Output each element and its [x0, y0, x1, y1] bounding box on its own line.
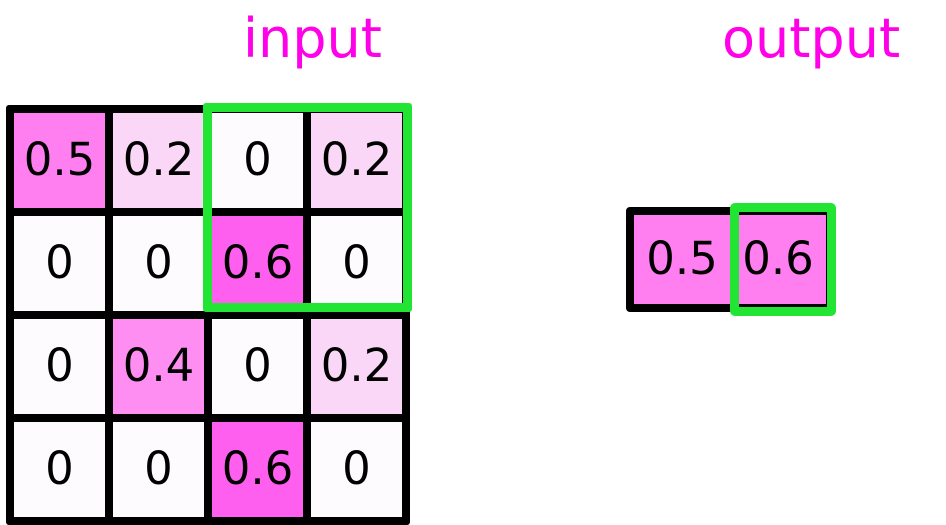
input-cell-value: 0 [342, 442, 371, 495]
input-cell-value: 0.4 [122, 339, 195, 392]
input-cell-value: 0 [144, 236, 173, 289]
input-cell-value: 0 [243, 133, 272, 186]
input-cell-value: 0.5 [23, 133, 96, 186]
input-title: input [243, 7, 382, 70]
input-cell: 0 [113, 216, 204, 311]
input-cell: 0.6 [212, 422, 303, 517]
input-cell: 0.2 [113, 113, 204, 208]
input-cell-value: 0 [45, 442, 74, 495]
input-cell: 0 [212, 113, 303, 208]
output-title: output [722, 7, 901, 70]
input-cell: 0.4 [113, 319, 204, 414]
output-cell-value: 0.5 [646, 232, 718, 285]
input-cell-value: 0 [45, 236, 74, 289]
input-cell-value: 0 [342, 236, 371, 289]
input-cell: 0 [212, 319, 303, 414]
input-cell: 0.2 [311, 113, 402, 208]
input-cell: 0 [311, 422, 402, 517]
input-cell: 0 [14, 216, 105, 311]
input-cell-value: 0.6 [221, 236, 294, 289]
input-cell: 0.6 [212, 216, 303, 311]
output-matrix: 0.5 0.6 [626, 207, 834, 312]
input-cell: 0 [14, 422, 105, 517]
output-cell: 0.5 [634, 215, 730, 304]
input-cell-value: 0.2 [320, 339, 393, 392]
input-cell: 0.2 [311, 319, 402, 414]
input-matrix: 0.5 0.2 0 0.2 0 0 0.6 0 0 0.4 0 0.2 0 0 … [6, 105, 410, 525]
input-cell: 0 [113, 422, 204, 517]
input-cell-value: 0 [243, 339, 272, 392]
input-cell-value: 0.2 [122, 133, 195, 186]
input-cell: 0 [311, 216, 402, 311]
input-cell-value: 0.2 [320, 133, 393, 186]
input-cell-value: 0.6 [221, 442, 294, 495]
input-cell: 0 [14, 319, 105, 414]
output-cell: 0.6 [730, 215, 826, 304]
input-cell-value: 0 [45, 339, 74, 392]
output-cell-value: 0.6 [742, 232, 814, 285]
input-cell-value: 0 [144, 442, 173, 495]
input-cell: 0.5 [14, 113, 105, 208]
